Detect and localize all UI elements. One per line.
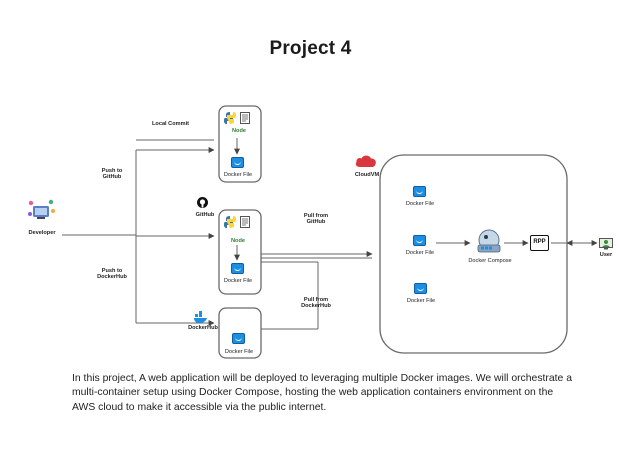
local-commit-label: Local Commit bbox=[152, 121, 189, 127]
cloudvm-box bbox=[379, 154, 568, 354]
document-icon bbox=[240, 112, 250, 124]
cloudvm-label: CloudVM bbox=[354, 172, 380, 178]
docker-icon bbox=[413, 186, 426, 197]
docker-icon bbox=[231, 263, 244, 274]
github-icon bbox=[197, 197, 208, 208]
pull-dockerhub-label: Pull from DockerHub bbox=[301, 297, 331, 310]
docker-file-label-dockerhub: Docker File bbox=[224, 349, 254, 355]
push-github-label: Push to GitHub bbox=[101, 168, 123, 181]
pull-github-label: Pull from GitHub bbox=[303, 213, 329, 226]
node-label-local: Node bbox=[232, 128, 246, 134]
rpp-box: RPP bbox=[530, 235, 549, 251]
github-repo-box bbox=[218, 209, 262, 295]
developer-icon bbox=[28, 199, 55, 219]
dockerhub-repo-box bbox=[218, 307, 262, 359]
push-dockerhub-label: Push to DockerHub bbox=[97, 268, 127, 281]
python-icon bbox=[224, 216, 236, 228]
user-icon bbox=[599, 238, 613, 250]
project-description: In this project, A web application will … bbox=[72, 373, 572, 413]
cloud-icon bbox=[355, 155, 376, 167]
github-label: GitHub bbox=[195, 212, 215, 218]
docker-file-label-vm3: Docker File bbox=[406, 298, 436, 304]
document-icon bbox=[240, 216, 250, 228]
dockerhub-label: DockerHub bbox=[188, 325, 218, 331]
user-label: User bbox=[599, 252, 613, 258]
docker-icon bbox=[231, 157, 244, 168]
docker-icon bbox=[232, 333, 245, 344]
local-repo-box bbox=[218, 105, 262, 183]
docker-icon bbox=[414, 283, 427, 294]
docker-compose-icon bbox=[477, 229, 501, 253]
developer-label: Developer bbox=[28, 230, 56, 236]
docker-file-label-local: Docker File bbox=[223, 172, 253, 178]
node-label-github: Node bbox=[231, 238, 245, 244]
docker-icon bbox=[413, 235, 426, 246]
docker-file-label-vm1: Docker File bbox=[405, 201, 435, 207]
docker-file-label-vm2: Docker File bbox=[405, 250, 435, 256]
dockerhub-icon bbox=[194, 311, 207, 323]
docker-compose-label: Docker Compose bbox=[468, 258, 512, 264]
page-title: Project 4 bbox=[269, 38, 352, 59]
docker-file-label-github: Docker File bbox=[223, 278, 253, 284]
python-icon bbox=[224, 112, 236, 124]
